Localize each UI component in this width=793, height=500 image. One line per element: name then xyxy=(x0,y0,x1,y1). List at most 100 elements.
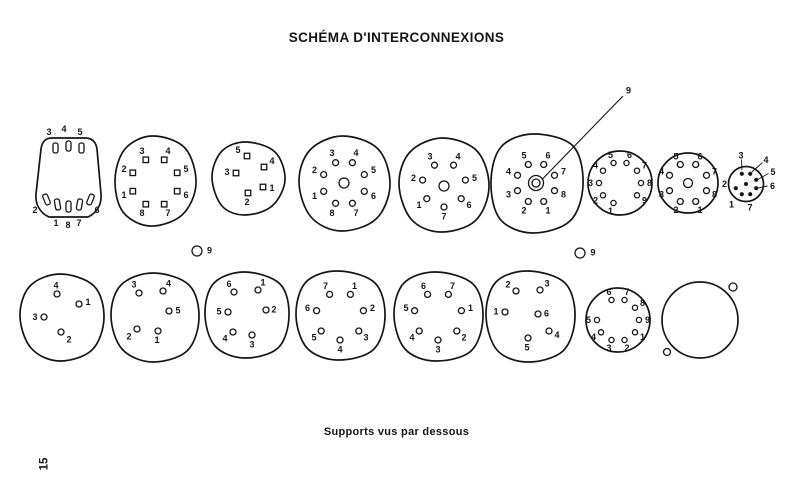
pin-number: 2 xyxy=(121,164,126,174)
pin-hole xyxy=(229,328,237,336)
center-key xyxy=(744,182,748,186)
pin-number: 3 xyxy=(46,127,51,137)
pin-square xyxy=(259,183,267,191)
bottom-caption: Supports vus par dessous xyxy=(323,426,470,438)
pin-hole xyxy=(444,290,453,299)
pin-hole xyxy=(534,310,542,318)
pin-hole xyxy=(230,288,238,296)
label-leader-line xyxy=(741,159,743,171)
pin-number: 2 xyxy=(370,303,375,313)
pin-number: 5 xyxy=(216,307,221,317)
pin-number: 3 xyxy=(139,146,144,156)
pin-number: 4 xyxy=(455,152,460,162)
pin-hole xyxy=(133,325,141,333)
pin-hole xyxy=(262,306,270,314)
label-leader-line xyxy=(758,185,768,189)
pin-square xyxy=(129,187,137,195)
pin-slot xyxy=(52,142,59,154)
pin-square xyxy=(142,200,150,208)
pin-number: 5 xyxy=(235,145,240,155)
diagram-title: SCHÉMA D'INTERCONNEXIONS xyxy=(288,30,505,45)
pin-number: 5 xyxy=(524,343,529,353)
pin-number: 9 xyxy=(590,248,595,258)
pin-number: 6 xyxy=(606,287,611,297)
pin-square xyxy=(160,156,168,164)
pin-hole xyxy=(536,286,544,294)
pin-hole xyxy=(53,290,61,298)
pin-number: 1 xyxy=(640,332,645,342)
pin-number: 6 xyxy=(697,152,702,162)
pin-number: 1 xyxy=(154,335,159,345)
pin-number: 7 xyxy=(747,203,752,213)
pin-hole xyxy=(610,199,617,207)
pin-number: 2 xyxy=(521,206,526,216)
pin-hole xyxy=(312,307,321,315)
pin-hole xyxy=(165,307,173,315)
pin-number: 6 xyxy=(545,151,550,161)
pin-hole xyxy=(597,329,605,336)
pin-number: 4 xyxy=(659,167,664,177)
pin-hole xyxy=(524,197,532,206)
pin-number: 4 xyxy=(61,124,66,134)
index-hole xyxy=(662,347,672,357)
pin-number: 2 xyxy=(126,332,131,342)
pin-number: 5 xyxy=(770,167,775,177)
pin-hole xyxy=(224,308,232,316)
index-hole xyxy=(728,282,738,292)
pin-number: 4 xyxy=(593,161,598,171)
pin-number: 1 xyxy=(121,190,126,200)
pin-slot xyxy=(78,142,85,154)
pin-hole xyxy=(608,336,615,344)
pin-hole xyxy=(317,327,325,335)
socket-outline xyxy=(295,270,386,361)
pin-hole xyxy=(574,247,586,259)
pin-hole xyxy=(434,336,442,344)
pin-slot xyxy=(65,140,72,152)
pin-hole xyxy=(702,187,711,195)
pin-hole xyxy=(513,187,522,195)
pin-hole xyxy=(621,336,628,344)
pin-hole xyxy=(320,170,328,179)
pin-hole xyxy=(513,171,522,179)
pin-number: 6 xyxy=(544,309,549,319)
pin-number: 3 xyxy=(506,190,511,200)
pin-hole xyxy=(631,304,639,311)
pin-hole xyxy=(191,245,203,257)
pin-hole xyxy=(633,192,641,199)
pin-number: 3 xyxy=(32,312,37,322)
pin-number: 1 xyxy=(269,183,274,193)
pin-number: 6 xyxy=(305,303,310,313)
pin-hole xyxy=(348,199,357,207)
pin-square xyxy=(244,189,252,197)
pin-square xyxy=(160,200,168,208)
pin-dot xyxy=(748,192,753,197)
pin-hole xyxy=(524,334,532,342)
pin-hole xyxy=(457,195,465,203)
center-key xyxy=(338,177,350,189)
pin-number: 5 xyxy=(183,164,188,174)
socket-outline xyxy=(587,150,653,216)
pin-number: 6 xyxy=(627,150,632,160)
pin-slot xyxy=(42,193,51,206)
pin-hole xyxy=(599,167,607,174)
pin-hole xyxy=(415,327,423,335)
pin-number: 3 xyxy=(363,333,368,343)
pin-hole xyxy=(631,329,639,336)
pin-hole xyxy=(545,327,553,335)
pin-hole xyxy=(550,187,559,195)
socket-outline xyxy=(393,271,484,362)
socket-outline xyxy=(114,135,197,227)
pin-hole xyxy=(355,327,363,335)
pin-number: 8 xyxy=(561,190,566,200)
pin-number: 4 xyxy=(591,332,596,342)
pin-hole xyxy=(550,171,559,179)
pin-number: 1 xyxy=(416,200,421,210)
socket-outline xyxy=(298,135,391,232)
pin-number: 7 xyxy=(76,218,81,228)
socket-outline xyxy=(19,273,105,362)
